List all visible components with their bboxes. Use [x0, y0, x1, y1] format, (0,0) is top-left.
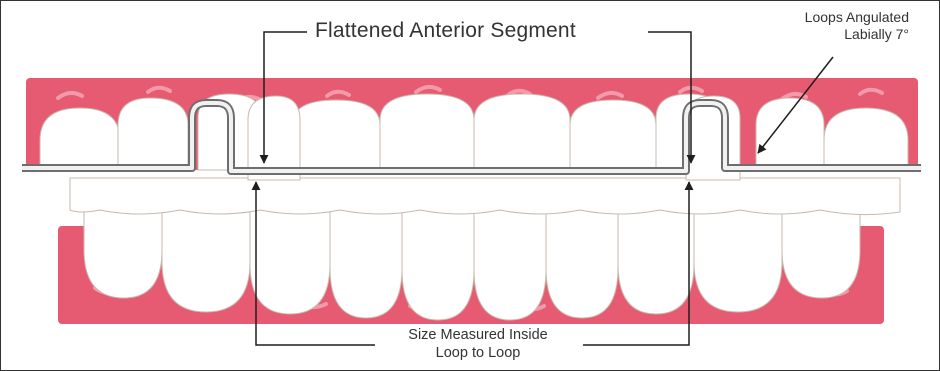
upper-tooth	[570, 100, 656, 170]
lower-tooth	[162, 204, 250, 312]
lower-tooth	[84, 204, 162, 298]
size-label-line-1: Size Measured Inside	[385, 326, 571, 344]
upper-tooth	[380, 94, 474, 170]
lower-tooth	[546, 204, 618, 318]
flattened-anterior-segment-label: Flattened Anterior Segment	[315, 19, 576, 43]
upper-tooth	[756, 98, 824, 170]
upper-tooth	[474, 94, 570, 170]
lower-tooth	[618, 204, 694, 314]
size-label-line-2: Loop to Loop	[385, 344, 571, 362]
size-measured-label: Size Measured Inside Loop to Loop	[385, 326, 571, 362]
upper-tooth	[118, 98, 188, 170]
loops-label-line-1: Loops Angulated	[805, 9, 909, 26]
lower-tooth	[402, 204, 474, 320]
lower-tooth	[330, 204, 402, 318]
lower-tooth	[250, 204, 330, 314]
loops-angulated-label: Loops Angulated Labially 7°	[805, 9, 909, 43]
lower-cusp-row	[70, 178, 900, 215]
lower-tooth	[694, 204, 782, 312]
lower-tooth	[782, 204, 860, 298]
upper-tooth	[292, 100, 380, 170]
loops-label-line-2: Labially 7°	[805, 26, 909, 43]
lower-tooth	[474, 204, 546, 320]
upper-tooth	[40, 108, 120, 170]
upper-tooth	[824, 108, 908, 170]
